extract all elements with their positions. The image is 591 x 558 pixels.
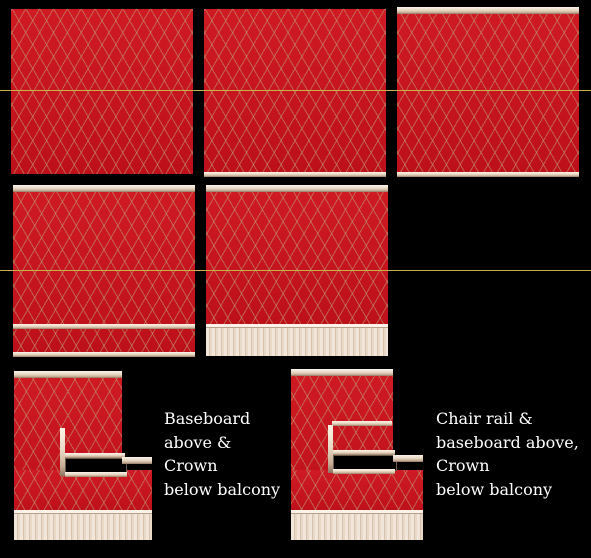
wall-panel-baseboard [204,9,386,174]
baseboard-molding-above [65,453,125,458]
balcony-wall-lower [291,470,423,514]
baseboard-molding [13,352,195,357]
crown-molding [206,185,388,192]
wainscot-panel [206,324,388,356]
balcony-side-molding [60,428,65,476]
baseboard-molding-above [333,450,395,455]
guide-line-lower [0,270,591,271]
caption-chair-rail-crown: Chair rail & baseboard above, Crown belo… [436,409,579,499]
wainscot-panel [291,510,423,540]
balcony-ledge-molding [122,457,152,464]
crown-molding [397,7,579,14]
balcony-wall-lower [14,470,152,514]
balcony-ledge-molding [393,455,423,462]
wall-panel-wainscot [206,187,388,327]
crown-below-balcony [65,472,127,477]
wainscot-panel [14,510,152,540]
caption-baseboard-crown: Baseboard above & Crown below balcony [164,409,281,499]
crown-molding [291,369,393,376]
wall-panel-plain [11,9,193,174]
wall-panel-crown-baseboard [397,9,579,174]
crown-molding [13,185,195,192]
guide-line-upper [0,90,591,91]
chair-rail-molding-above [332,421,392,426]
baseboard-molding [204,172,386,177]
balcony-side-molding [328,425,333,473]
crown-below-balcony [333,469,395,474]
baseboard-molding [397,172,579,177]
wall-panel-chair-rail [13,187,195,355]
crown-molding [14,371,122,378]
chair-rail-molding [13,324,195,329]
